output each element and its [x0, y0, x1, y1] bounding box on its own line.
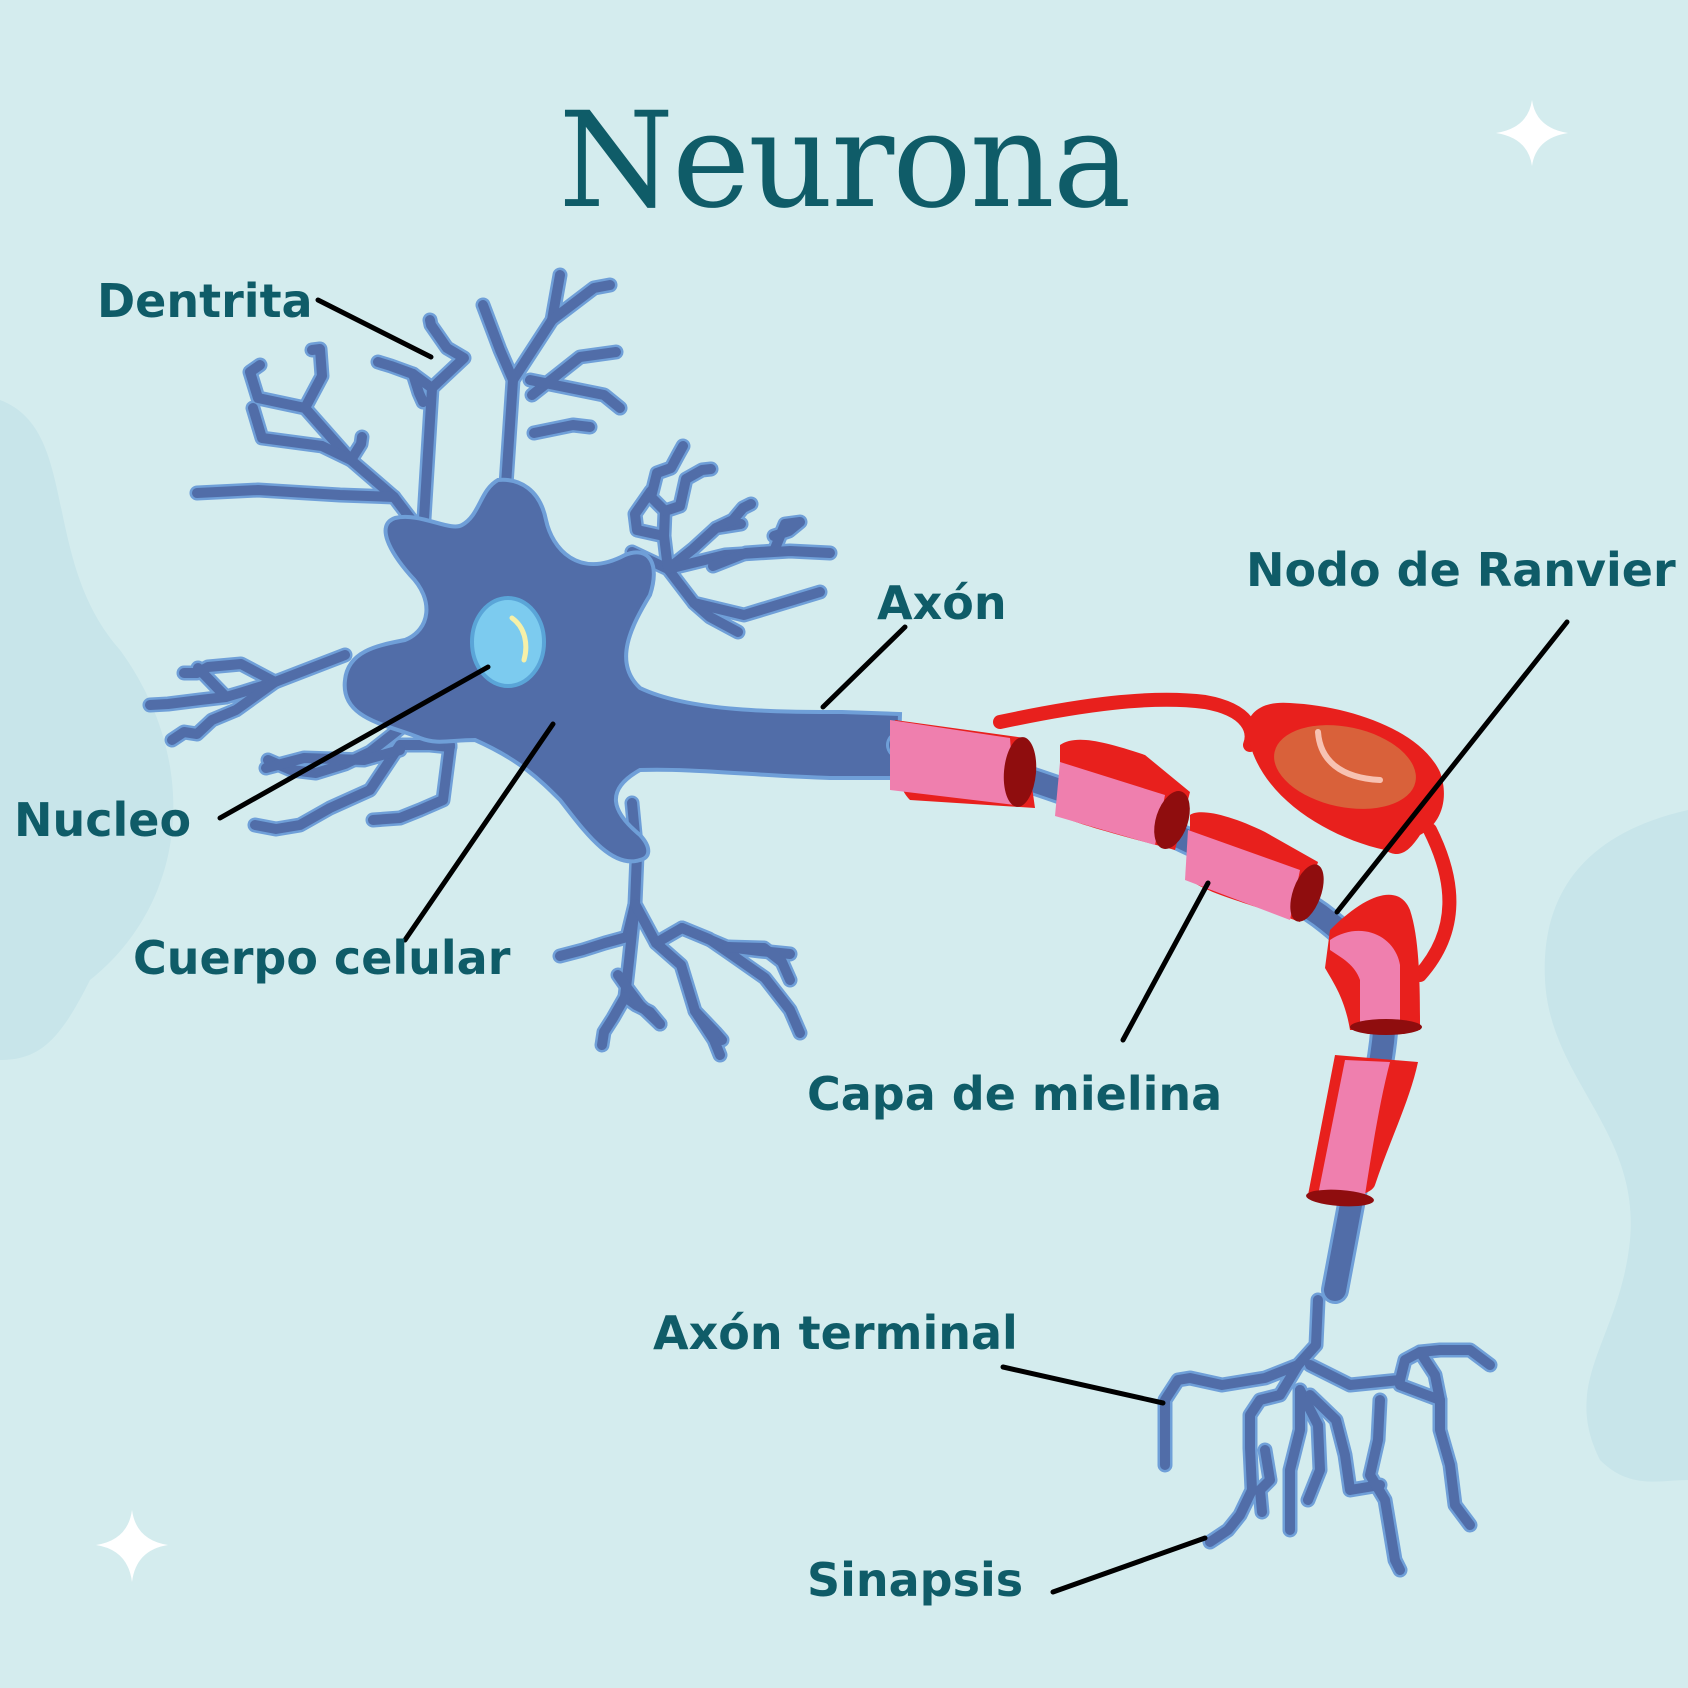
- background-blob-right: [1544, 810, 1688, 1482]
- leader-line-sinapsis: [1050, 1535, 1208, 1595]
- schwann-cell-nucleus-highlight: [1315, 729, 1383, 783]
- leader-line-nucleo: [217, 664, 491, 821]
- leader-line-dentrita: [315, 297, 434, 360]
- label-nodo-de-ranvier: Nodo de Ranvier: [1246, 543, 1676, 597]
- dendrites: [142, 267, 838, 1063]
- schwann-cell-tail: [1413, 823, 1457, 982]
- label-capa-de-mielina: Capa de mielina: [807, 1067, 1223, 1121]
- leader-line-capa-de-mielina: [1120, 880, 1211, 1043]
- background-blob-left: [0, 400, 174, 1060]
- leader-line-axon-terminal: [1000, 1364, 1166, 1406]
- label-sinapsis: Sinapsis: [807, 1553, 1024, 1607]
- nucleus: [470, 596, 546, 688]
- label-cuerpo-celular: Cuerpo celular: [133, 931, 511, 985]
- schwann-cell-membrane: [993, 692, 1259, 752]
- cell-body: [342, 477, 903, 864]
- sparkle-icon: [1496, 100, 1568, 166]
- leader-line-axon: [820, 624, 908, 710]
- page-title: Neurona: [558, 84, 1132, 238]
- leader-lines: [217, 297, 1570, 1595]
- myelin-sheath: [890, 720, 1422, 1207]
- schwann-cell-nucleus: [1274, 725, 1416, 809]
- leader-line-cuerpo-celular: [402, 721, 556, 943]
- label-dentrita: Dentrita: [97, 274, 313, 328]
- label-axon: Axón: [877, 576, 1007, 630]
- label-axon-terminal: Axón terminal: [653, 1306, 1018, 1360]
- axon-terminal: [1157, 1292, 1498, 1578]
- label-nucleo: Nucleo: [14, 793, 192, 847]
- leader-line-nodo-de-ranvier: [1334, 619, 1570, 915]
- nucleus-highlight: [509, 615, 529, 663]
- sparkle-icon: [96, 1510, 168, 1582]
